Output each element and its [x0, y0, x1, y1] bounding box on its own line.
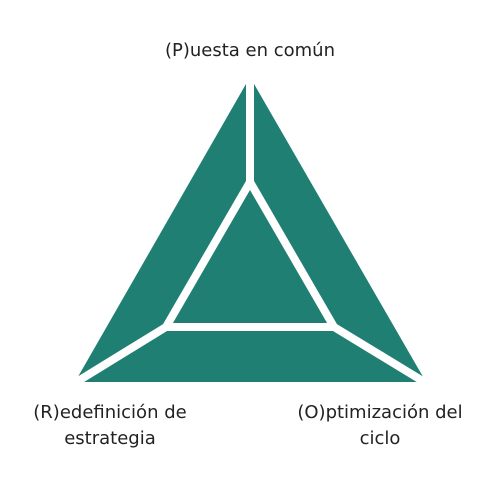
- inner-triangle: [159, 174, 341, 331]
- divider-left: [67, 323, 169, 390]
- label-redefinicion-line2: estrategia: [64, 428, 156, 449]
- vertex-label-bottom-left: (R)edefinición de estrategia: [10, 400, 210, 452]
- vertex-label-top: (P)uesta en común: [0, 38, 500, 64]
- vertex-label-bottom-right: (O)ptimización del ciclo: [270, 400, 490, 452]
- label-puesta-en-comun: (P)uesta en común: [164, 40, 336, 61]
- label-redefinicion-line1: (R)edefinición de: [33, 402, 187, 423]
- divider-right: [331, 323, 434, 390]
- label-optimizacion-line2: ciclo: [359, 428, 401, 449]
- label-optimizacion-line1: (O)ptimización del: [297, 402, 463, 423]
